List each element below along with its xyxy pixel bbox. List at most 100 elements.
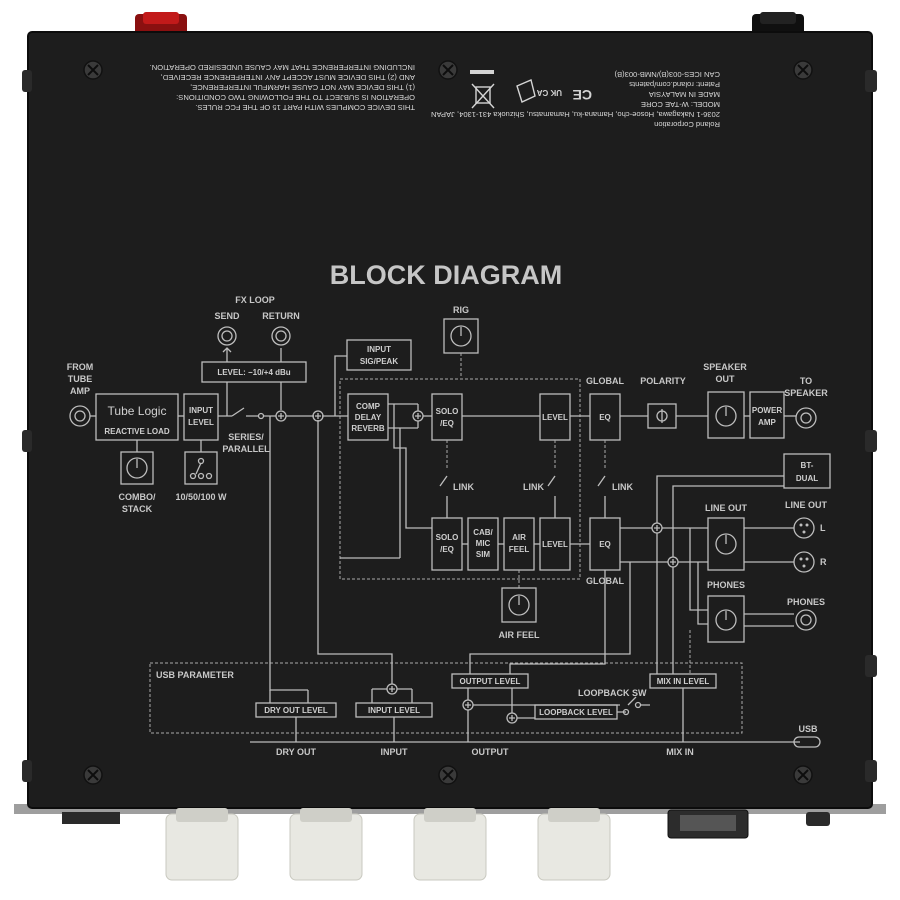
air-feel-box-text-2: FEEL	[509, 545, 530, 554]
link-label-2: LINK	[523, 482, 544, 492]
reactive-load-text: REACTIVE LOAD	[104, 427, 170, 436]
speaker-jack-icon	[795, 407, 817, 429]
line-out-l-label: L	[820, 523, 826, 533]
output-label: OUTPUT	[472, 747, 510, 757]
speaker-out-label-1: SPEAKER	[703, 362, 747, 372]
speaker-out-label-2: OUT	[716, 374, 736, 384]
power-amp-box	[749, 391, 785, 439]
dry-out-label: DRY OUT	[276, 747, 317, 757]
watts-label: 10/50/100 W	[175, 492, 227, 502]
mic-text: MIC	[476, 539, 491, 548]
speaker-out-knob-box	[707, 391, 745, 439]
series-parallel-label-1: SERIES/	[228, 432, 264, 442]
combo-stack-label-1: COMBO/	[119, 492, 156, 502]
combo-stack-label-2: STACK	[122, 504, 153, 514]
dry-out-level-text: DRY OUT LEVEL	[264, 706, 328, 715]
return-jack-icon	[271, 326, 291, 346]
global-eq-bottom-text: EQ	[599, 540, 611, 549]
to-speaker-label-2: SPEAKER	[784, 388, 828, 398]
xlr-l-icon	[793, 517, 815, 539]
solo-eq-top-text-2: /EQ	[440, 419, 454, 428]
link-label-3: LINK	[612, 482, 633, 492]
send-label: SEND	[214, 311, 240, 321]
link-switch-1: LINK	[439, 440, 474, 518]
legal-right-line-3: MODEL: W-TAE CORE	[641, 100, 720, 109]
solo-eq-bottom-text-2: /EQ	[440, 545, 454, 554]
comp-text: COMP	[356, 402, 381, 411]
air-feel-knob-icon	[508, 594, 530, 616]
air-feel-label: AIR FEEL	[498, 630, 540, 640]
from-tube-amp-label-1: FROM	[67, 362, 94, 372]
legal-right-line-2: 2036-1 Nakagawa, Hosoe-cho, Hamana-ku, H…	[431, 110, 720, 119]
power-amp-text-2: AMP	[758, 418, 776, 427]
reverb-text: REVERB	[351, 424, 385, 433]
mix-in-level-text: MIX IN LEVEL	[657, 677, 710, 686]
phones-knob-icon	[715, 609, 737, 631]
phones-jack-icon	[795, 609, 817, 631]
input-level-usb-text: INPUT LEVEL	[368, 706, 420, 715]
polarity-icon	[656, 409, 668, 423]
loopback-level-text: LOOPBACK LEVEL	[539, 708, 613, 717]
solo-eq-top-text-1: SOLO	[436, 407, 459, 416]
phones-knob-box	[707, 595, 745, 643]
dsp-region	[339, 378, 581, 580]
line-out-knob-box	[707, 517, 745, 571]
knob-4[interactable]	[537, 808, 611, 881]
knob-2[interactable]	[289, 808, 363, 881]
loopback-sw-label: LOOPBACK SW	[578, 688, 647, 698]
legal-left-line-2: OPERATION IS SUBJECT TO THE FOLLOWING TW…	[176, 93, 415, 102]
rcm-mark-icon	[516, 79, 536, 103]
level-top-text: LEVEL	[542, 413, 568, 422]
usb-label: USB	[798, 724, 818, 734]
knob-3[interactable]	[413, 808, 487, 881]
input-level-text-1: INPUT	[189, 406, 213, 415]
knob-1[interactable]	[62, 808, 239, 881]
level-bottom-text: LEVEL	[542, 540, 568, 549]
delay-text: DELAY	[355, 413, 382, 422]
return-label: RETURN	[262, 311, 300, 321]
output-level-box	[451, 673, 529, 689]
legal-left-line-3: (1) THIS DEVICE MAY NOT CAUSE HARMFUL IN…	[190, 83, 415, 92]
send-jack-icon	[217, 326, 237, 346]
input-sig-peak-text-2: SIG/PEAK	[360, 357, 398, 366]
global-label-top: GLOBAL	[586, 376, 624, 386]
bottom-jack-right	[806, 812, 830, 826]
air-feel-knob-box	[501, 587, 537, 623]
phones-jack-label: PHONES	[787, 597, 825, 607]
bottom-connector	[667, 809, 749, 839]
legal-left-block: THIS DEVICE COMPLIES WITH PART 15 OF THE…	[150, 63, 415, 112]
fx-level-box	[201, 361, 307, 383]
legal-right-line-5: Patent: roland.com/patents	[629, 80, 720, 89]
polarity-label: POLARITY	[640, 376, 686, 386]
bt-dual-text-1: BT-	[801, 461, 814, 470]
mix-in-label: MIX IN	[666, 747, 694, 757]
from-tube-amp-label-3: AMP	[70, 386, 90, 396]
sim-text: SIM	[476, 550, 491, 559]
series-parallel-label-2: PARALLEL	[222, 444, 270, 454]
legal-left-line-4: AND (2) THIS DEVICE MUST ACCEPT ANY INTE…	[161, 73, 415, 82]
input-level-text-2: LEVEL	[188, 418, 214, 427]
legal-right-line-1: Roland Corporation	[654, 120, 720, 129]
fx-level-text: LEVEL: −10/+4 dBu	[217, 368, 290, 377]
speaker-out-knob-icon	[715, 405, 737, 427]
line-out-knob-label: LINE OUT	[705, 503, 748, 513]
bottom-knobs	[62, 808, 830, 881]
power-amp-text-1: POWER	[752, 406, 782, 415]
line-out-r-label: R	[820, 557, 827, 567]
combo-stack-knob-icon	[126, 457, 148, 479]
input-label: INPUT	[381, 747, 409, 757]
legal-right-line-6: CAN ICES-003(B)/NMB-003(B)	[614, 70, 720, 79]
legal-right-block: Roland Corporation 2036-1 Nakagawa, Hoso…	[431, 70, 720, 129]
xlr-r-icon	[793, 551, 815, 573]
compliance-marks: CE UK CA	[536, 87, 592, 103]
ce-mark: CE	[573, 87, 592, 103]
bt-dual-text-2: DUAL	[796, 474, 818, 483]
tube-logic-text: Tube Logic	[108, 404, 167, 418]
from-tube-amp-label-2: TUBE	[68, 374, 93, 384]
comp-delay-reverb-box	[347, 393, 389, 441]
to-speaker-label-1: TO	[800, 376, 812, 386]
legal-right-line-4: MADE IN MALAYSIA	[648, 90, 720, 99]
usb-parameter-label: USB PARAMETER	[156, 670, 234, 680]
